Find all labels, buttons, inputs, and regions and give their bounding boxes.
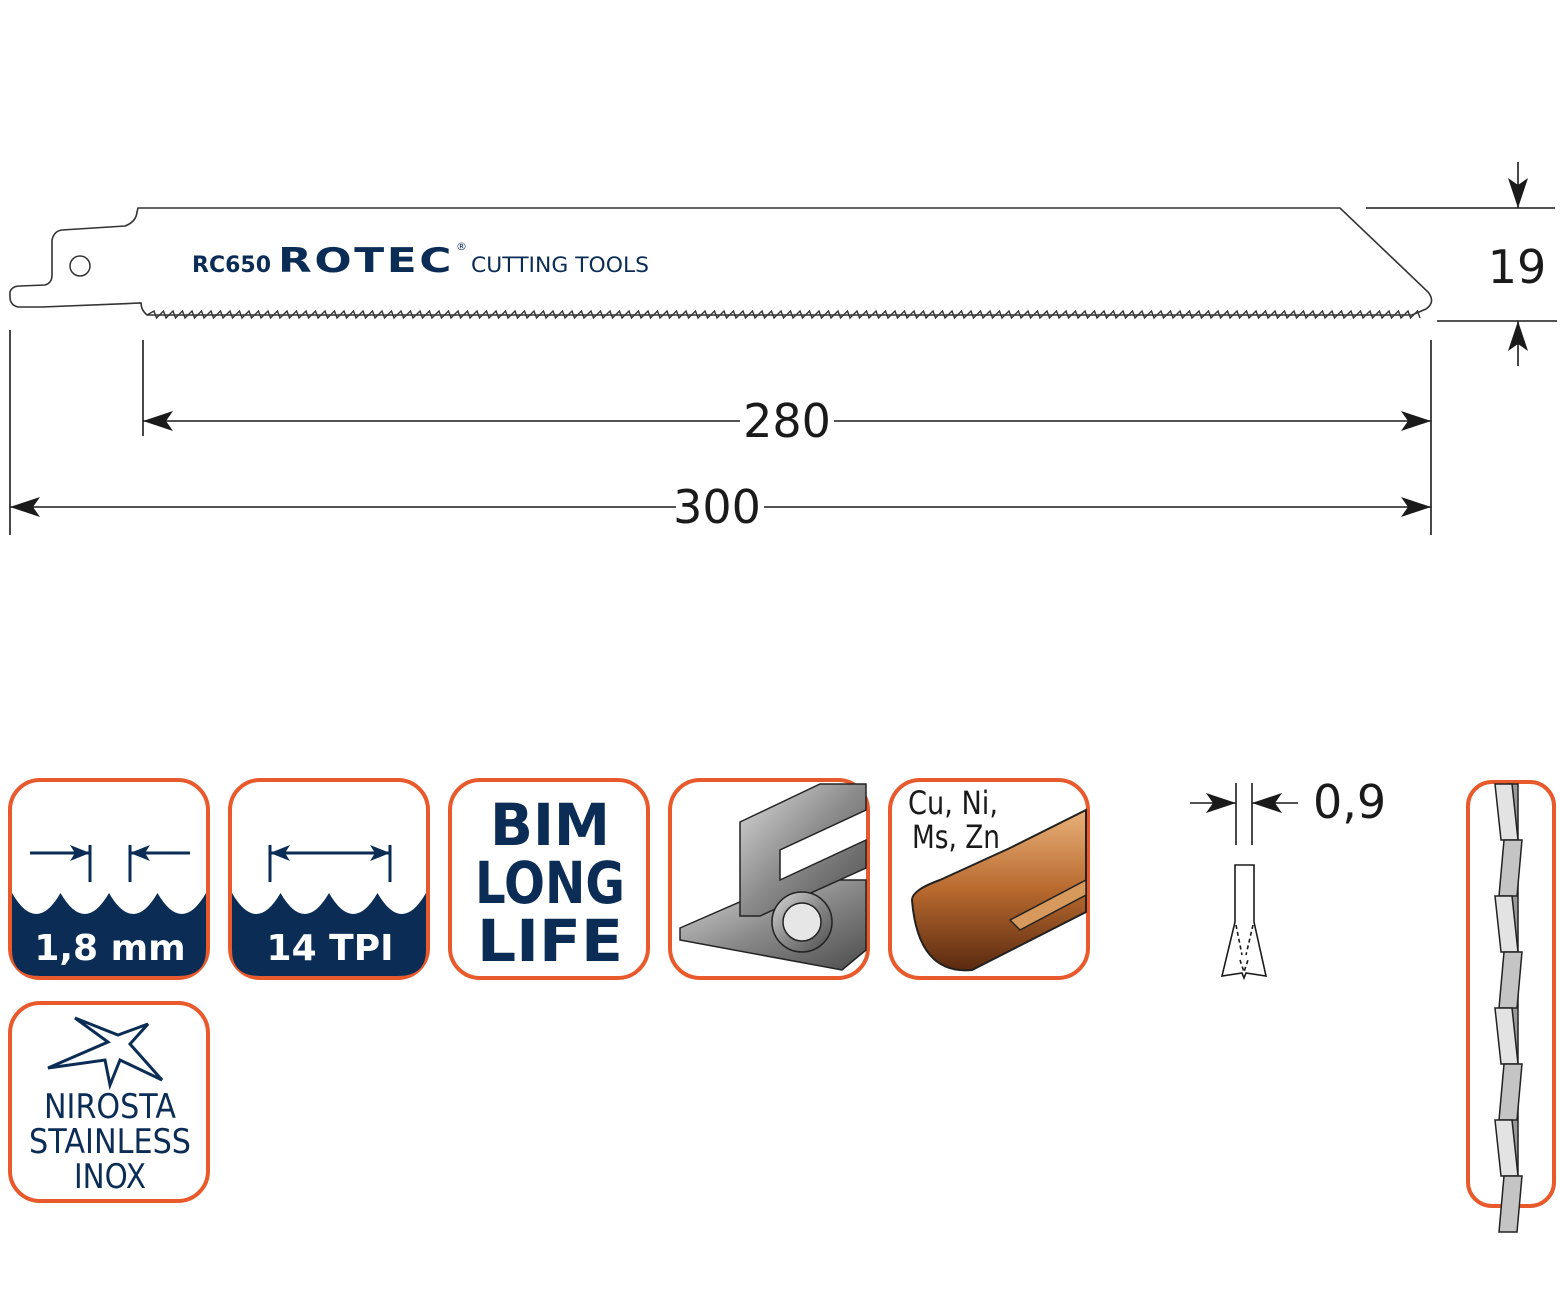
tooth-pitch-label: 1,8 mm (34, 928, 185, 969)
set-tooth (1498, 839, 1523, 897)
thickness-diagram (1190, 783, 1298, 981)
brand-logo: ROTEC (278, 241, 454, 281)
tpi-label: 14 TPI (267, 928, 394, 969)
saw-blade: RC650 ROTEC ® CUTTING TOOLS (9, 207, 1433, 320)
blade-outline (9, 207, 1433, 316)
set-tooth (1498, 951, 1523, 1009)
dimension-300: 300 (673, 480, 761, 534)
model-label: RC650 (192, 253, 271, 278)
icon-metal-profiles (668, 778, 870, 980)
teeth-wave-icon (232, 893, 426, 976)
icon-stainless: NIROSTA STAINLESS INOX (8, 1001, 210, 1203)
tooth-set-diagram (1466, 780, 1556, 1233)
bim-label: BIM (490, 791, 610, 859)
icon-tooth-pitch: 1,8 mm (8, 778, 210, 980)
mounting-hole (69, 255, 91, 277)
icon-bim-long-life: BIM LONG LIFE (448, 778, 650, 980)
set-tooth (1498, 1175, 1523, 1233)
icon-tpi: 14 TPI (228, 778, 430, 980)
stainless-label: STAINLESS (29, 1122, 191, 1162)
teeth-wave-icon (12, 893, 206, 976)
registered-mark: ® (456, 240, 467, 253)
dimension-19: 19 (1488, 240, 1547, 294)
tagline: CUTTING TOOLS (471, 253, 649, 277)
inox-label: INOX (74, 1157, 146, 1197)
dimension-lines (9, 162, 1557, 535)
long-label: LONG (475, 849, 625, 917)
set-tooth (1498, 1063, 1523, 1121)
metals-line-1: Cu, Ni, (908, 784, 998, 822)
icon-non-ferrous: Cu, Ni, Ms, Zn (888, 778, 1090, 980)
dimension-thickness: 0,9 (1313, 775, 1386, 829)
nirosta-label: NIROSTA (44, 1087, 176, 1127)
life-label: LIFE (477, 907, 623, 975)
gutter-icon (910, 808, 1087, 972)
blade-teeth (146, 309, 1421, 320)
dimension-280: 280 (743, 394, 831, 448)
metals-line-2: Ms, Zn (912, 818, 1000, 856)
star-icon (47, 1016, 164, 1091)
